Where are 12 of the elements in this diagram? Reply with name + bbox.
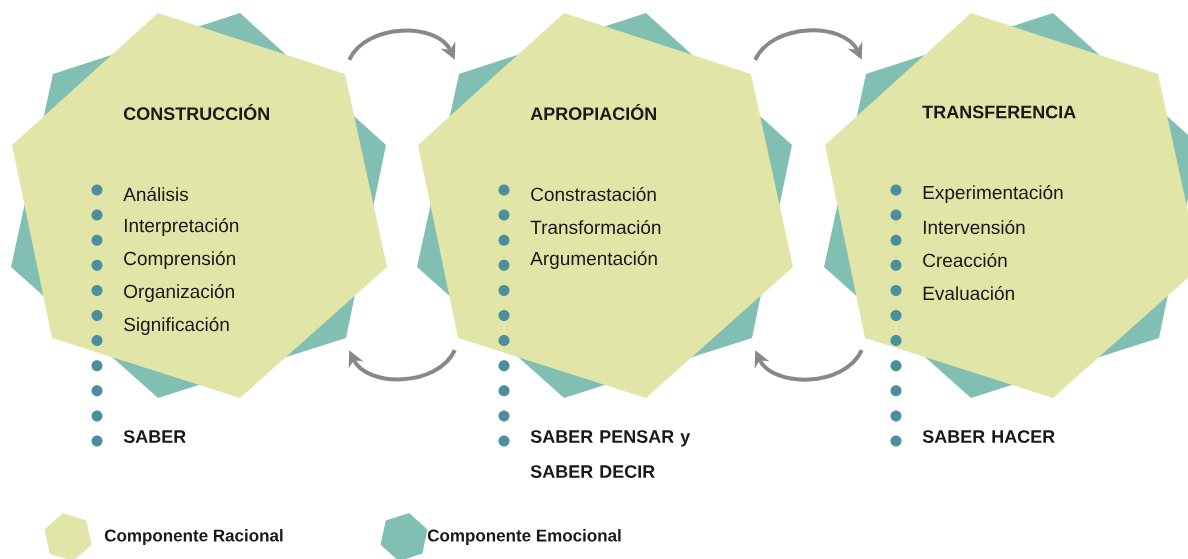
hexagon-box: CONSTRUCCIÓN Análisis Interpretación Comprensión Organización Significación xyxy=(11,13,387,398)
curved-arrow xyxy=(754,349,864,382)
legend-label: Componente Emocional xyxy=(427,529,621,545)
summary-text: SABER HACER xyxy=(922,430,1055,443)
curved-arrow xyxy=(347,28,456,61)
hexagon-box: APROPIACIÓN Constrastación Transformación Argumentación xyxy=(417,13,793,398)
hexagon-box: TRANSFERENCIA Experimentación Intervensión Creacción Evaluación xyxy=(824,13,1188,398)
curved-arrow xyxy=(348,349,457,382)
legend-label: Componente Racional xyxy=(104,529,283,545)
summary-text: SABER PENSAR y SABER DECIR xyxy=(530,430,691,478)
curved-arrow xyxy=(753,28,863,61)
summary-text: SABER xyxy=(123,430,186,443)
